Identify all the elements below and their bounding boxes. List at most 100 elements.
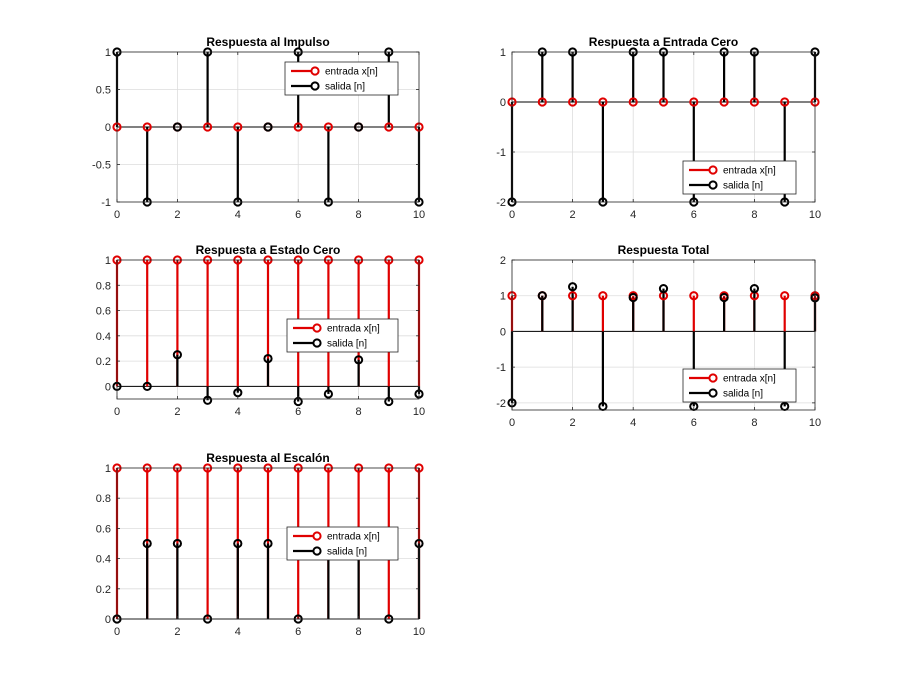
x-tick-label: 2 <box>174 209 180 221</box>
input-marker <box>780 97 790 107</box>
output-marker <box>263 122 273 132</box>
legend-label: salida [n] <box>327 547 367 558</box>
x-tick-label: 2 <box>570 209 576 221</box>
legend: entrada x[n] salida [n] <box>286 526 399 561</box>
legend-label: entrada x[n] <box>327 532 380 543</box>
input-marker <box>598 291 608 301</box>
legend-label: entrada x[n] <box>723 166 776 177</box>
legend-marker <box>708 180 718 190</box>
legend: entrada x[n]salida [n] <box>682 160 797 195</box>
input-marker <box>689 291 699 301</box>
x-tick-label: 4 <box>630 209 636 221</box>
x-tick-label: 8 <box>356 626 362 638</box>
axes-frame <box>511 259 816 411</box>
x-tick-label: 2 <box>174 626 180 638</box>
y-tick-label: 1 <box>105 255 111 267</box>
chart-title: Respuesta Total <box>618 243 710 257</box>
x-tick-label: 10 <box>809 209 821 221</box>
x-tick-label: 0 <box>509 209 515 221</box>
input-marker <box>323 122 333 132</box>
axes-frame <box>511 51 816 203</box>
x-tick-label: 8 <box>356 209 362 221</box>
input-marker <box>568 97 578 107</box>
y-tick-label: 0.4 <box>96 331 111 343</box>
output-marker <box>203 395 213 405</box>
chart-title: Respuesta al Impulso <box>206 35 329 49</box>
output-marker <box>172 538 182 549</box>
input-marker <box>568 291 578 301</box>
legend-label: salida [n] <box>327 339 367 350</box>
legend-marker <box>708 388 718 398</box>
output-marker <box>233 538 243 549</box>
input-marker <box>142 122 152 132</box>
x-tick-label: 6 <box>295 209 301 221</box>
legend-marker <box>708 165 718 175</box>
y-tick-label: 0 <box>105 614 111 626</box>
x-tick-label: 6 <box>691 209 697 221</box>
input-marker <box>628 97 638 107</box>
y-tick-label: 0.2 <box>96 356 111 368</box>
y-tick-label: 0.6 <box>96 523 111 535</box>
y-tick-label: 0.6 <box>96 306 111 318</box>
output-marker <box>172 122 182 132</box>
y-tick-label: -1 <box>496 147 506 159</box>
legend-marker <box>312 546 322 556</box>
x-tick-label: 4 <box>235 209 241 221</box>
legend-label: entrada x[n] <box>723 374 776 385</box>
y-tick-label: 1 <box>105 463 111 475</box>
output-marker <box>142 538 152 549</box>
legend-label: entrada x[n] <box>325 67 378 78</box>
legend-box <box>286 526 399 561</box>
x-tick-label: 4 <box>235 626 241 638</box>
output-marker <box>263 353 273 364</box>
input-marker <box>689 97 699 107</box>
input-marker <box>598 97 608 107</box>
chart-title: Respuesta al Escalón <box>206 451 329 465</box>
x-tick-label: 10 <box>413 626 425 638</box>
chart-title: Respuesta a Entrada Cero <box>589 35 738 49</box>
y-tick-label: 2 <box>500 255 506 267</box>
legend-marker <box>312 531 322 541</box>
x-tick-label: 2 <box>570 417 576 429</box>
y-tick-label: -1 <box>101 197 111 209</box>
output-marker <box>628 292 638 303</box>
output-marker <box>719 292 729 303</box>
x-tick-label: 0 <box>509 417 515 429</box>
input-marker <box>719 97 729 107</box>
legend-marker <box>310 66 320 76</box>
input-marker <box>780 291 790 301</box>
legend-marker <box>312 338 322 348</box>
output-marker <box>568 282 578 292</box>
x-tick-label: 10 <box>413 209 425 221</box>
legend-label: entrada x[n] <box>327 324 380 335</box>
x-tick-label: 4 <box>630 417 636 429</box>
y-tick-label: 0 <box>500 97 506 109</box>
legend-box <box>682 160 797 195</box>
output-marker <box>658 283 669 294</box>
legend-box <box>284 61 399 96</box>
legend-marker <box>312 323 322 333</box>
axes-frame <box>116 467 420 620</box>
x-tick-label: 8 <box>751 209 757 221</box>
subplot-2: 0 2 4 6 8 10 -2 -1 0 1 Respuesta a Entrada Cero ent… <box>496 35 821 221</box>
output-marker <box>749 283 760 294</box>
legend: entrada x[n] salida [n] <box>286 318 399 353</box>
output-marker <box>384 396 394 407</box>
x-tick-label: 4 <box>235 406 241 418</box>
y-tick-label: 1 <box>500 47 506 59</box>
x-tick-label: 10 <box>809 417 821 429</box>
output-marker <box>323 389 333 399</box>
y-tick-label: 0 <box>105 381 111 393</box>
x-tick-label: 0 <box>114 209 120 221</box>
x-tick-label: 2 <box>174 406 180 418</box>
output-marker <box>263 538 273 549</box>
y-tick-label: -2 <box>496 197 506 209</box>
output-marker <box>142 381 152 391</box>
y-tick-label: -1 <box>496 362 506 374</box>
legend-marker <box>310 81 320 91</box>
y-tick-label: 0.8 <box>96 493 111 505</box>
legend-box <box>286 318 399 353</box>
